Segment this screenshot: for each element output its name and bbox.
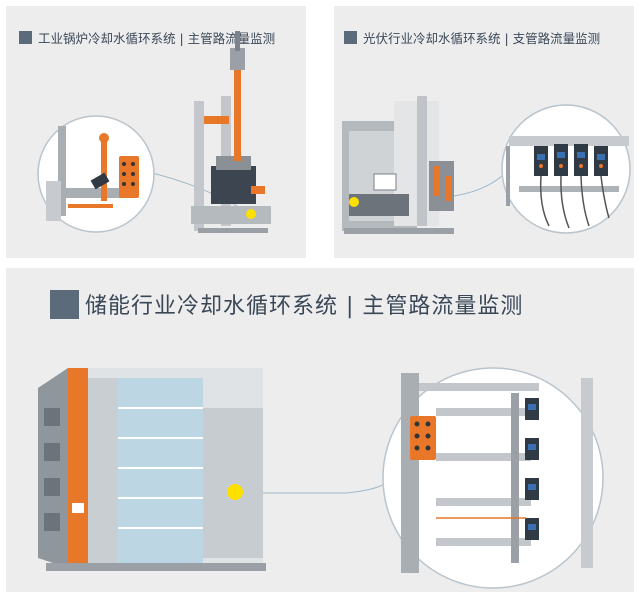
zoom-detail	[46, 126, 139, 221]
panel-title-text: 工业锅炉冷却水循环系统 | 主管路流量监测	[38, 31, 276, 46]
zoom-detail	[401, 373, 593, 573]
boiler-illustration	[37, 31, 271, 233]
title-square-icon	[344, 31, 357, 44]
highlight-dot	[349, 197, 359, 207]
panel-title: 工业锅炉冷却水循环系统 | 主管路流量监测	[19, 28, 275, 47]
panel-industrial-boiler: 工业锅炉冷却水循环系统 | 主管路流量监测	[6, 6, 306, 258]
highlight-dot	[227, 484, 243, 500]
photovoltaic-illustration	[342, 96, 631, 234]
zoom-detail	[506, 136, 629, 229]
title-square-icon	[50, 289, 79, 319]
panel-energy-storage: 储能行业冷却水循环系统 | 主管路流量监测	[6, 268, 634, 592]
energy-storage-illustration	[38, 367, 604, 589]
furnace-machine	[342, 96, 454, 234]
panel-photovoltaic: 光伏行业冷却水循环系统 | 支管路流量监测	[334, 6, 634, 258]
panel-title-text: 光伏行业冷却水循环系统 | 支管路流量监测	[363, 31, 601, 46]
panel-title-text: 储能行业冷却水循环系统 | 主管路流量监测	[85, 294, 524, 319]
title-square-icon	[19, 31, 32, 44]
boiler-machine	[191, 31, 271, 233]
panel-title: 光伏行业冷却水循环系统 | 支管路流量监测	[344, 28, 600, 47]
highlight-dot	[246, 209, 256, 219]
storage-cabinet	[38, 368, 266, 571]
panel-title: 储能行业冷却水循环系统 | 主管路流量监测	[50, 288, 523, 320]
